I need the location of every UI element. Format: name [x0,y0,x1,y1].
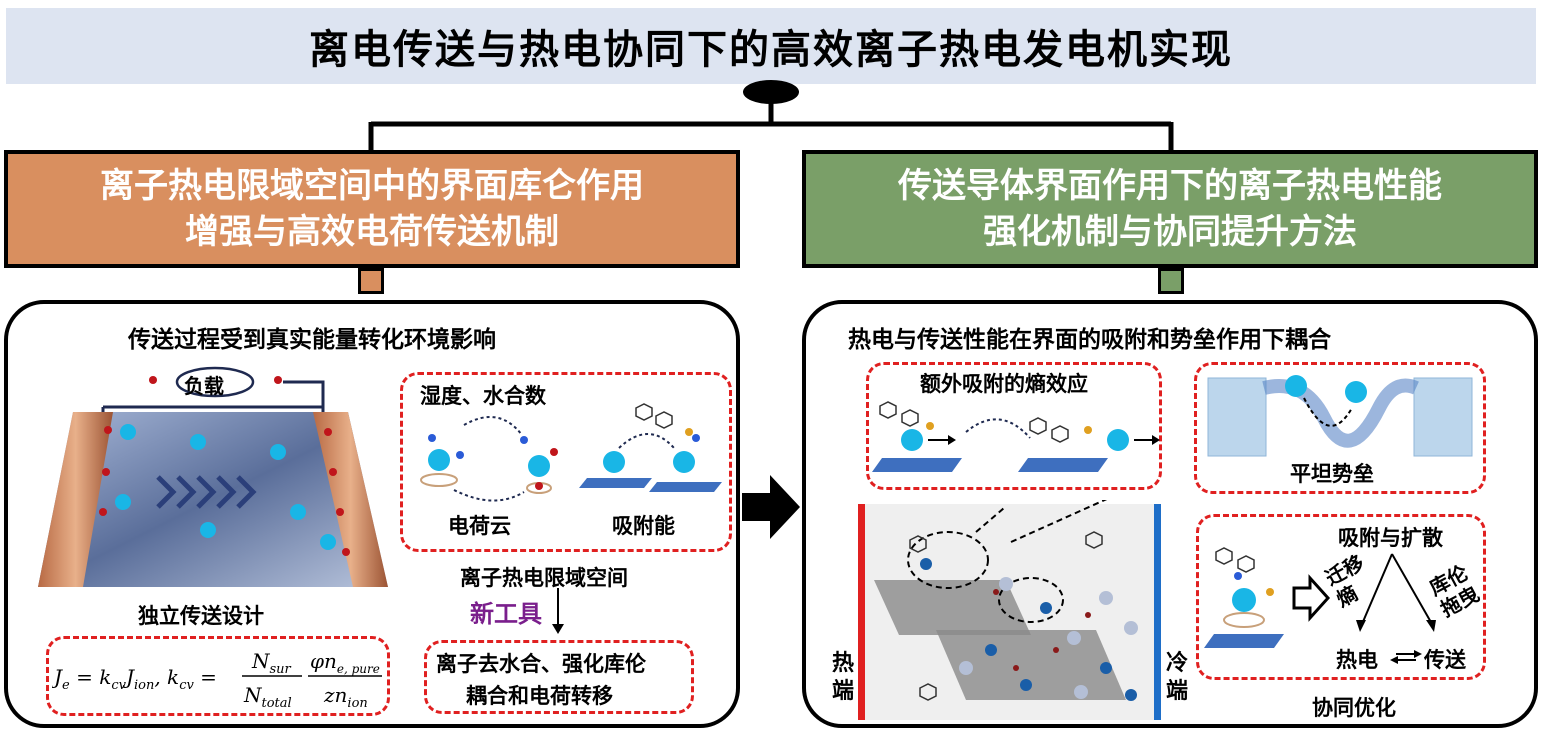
confined-space-label: 离子热电限域空间 [460,566,628,590]
entropy-illustration [872,401,1160,472]
synergy-label: 协同优化 [1312,696,1396,720]
left-connector [358,268,384,294]
result-line2: 耦合和电荷转移 [466,684,613,708]
load-label: 负载 [184,374,224,398]
svg-text:znion: znion [323,683,368,711]
humidity-label: 湿度、水合数 [420,384,546,408]
tree-connector [368,80,1174,152]
left-header-line2: 增强与高效电荷传送机制 [185,212,559,252]
right-panel-title: 热电与传送性能在界面的吸附和势垒作用下耦合 [848,327,1331,353]
formula: Je = kcvJion, kcv = Nsur Ntotal φne, pur… [52,649,382,711]
barrier-label: 平坦势垒 [1290,462,1374,486]
left-header: 离子热电限域空间中的界面库仑作用 增强与高效电荷传送机制 [4,150,740,268]
entropy-label: 额外吸附的熵效应 [920,372,1088,396]
adsorption-energy-label: 吸附能 [612,514,675,538]
right-header-line1: 传送导体界面作用下的离子热电性能 [898,166,1442,206]
hot-end-label: 热端 [832,651,855,704]
barrier-box [1194,362,1486,494]
formula-box [46,636,390,716]
svg-text:φne, pure: φne, pure [310,649,380,676]
synergy-illustration [1204,547,1436,664]
svg-text:Je = kcvJion, kcv =: Je = kcvJion, kcv = [52,665,217,693]
adsorb-diffuse-label: 吸附与扩散 [1338,526,1443,550]
result-box [424,640,694,714]
transport-label: 传送 [1424,648,1466,672]
left-panel-title: 传送过程受到真实能量转化环境影响 [128,327,496,353]
cold-end-label: 冷端 [1166,651,1189,704]
page-title: 离电传送与热电协同下的高效离子热电发电机实现 [309,27,1233,73]
barrier-illustration [1207,375,1473,457]
right-header-line2: 强化机制与协同提升方法 [983,212,1357,252]
synergy-box [1196,514,1486,680]
interface-illustration [858,500,1161,720]
entropy-box [866,362,1162,490]
device-illustration [38,366,388,587]
right-connector [1158,268,1184,294]
charge-cloud-illustration [420,403,722,502]
charge-cloud-label: 电荷云 [448,514,511,538]
title-bar: 离电传送与热电协同下的高效离子热电发电机实现 [6,8,1536,84]
new-tool-label: 新工具 [470,600,542,628]
center-arrow [742,475,800,539]
down-arrow [552,588,564,634]
left-header-line1: 离子热电限域空间中的界面库仑作用 [100,166,644,206]
humidity-box [400,372,732,552]
svg-text:Nsur: Nsur [251,649,292,677]
right-header: 传送导体界面作用下的离子热电性能 强化机制与协同提升方法 [802,150,1538,268]
device-caption: 独立传送设计 [138,604,264,628]
result-line1: 离子去水合、强化库伦 [436,652,646,676]
thermoelectric-label: 热电 [1336,648,1378,672]
svg-text:Ntotal: Ntotal [243,683,292,711]
